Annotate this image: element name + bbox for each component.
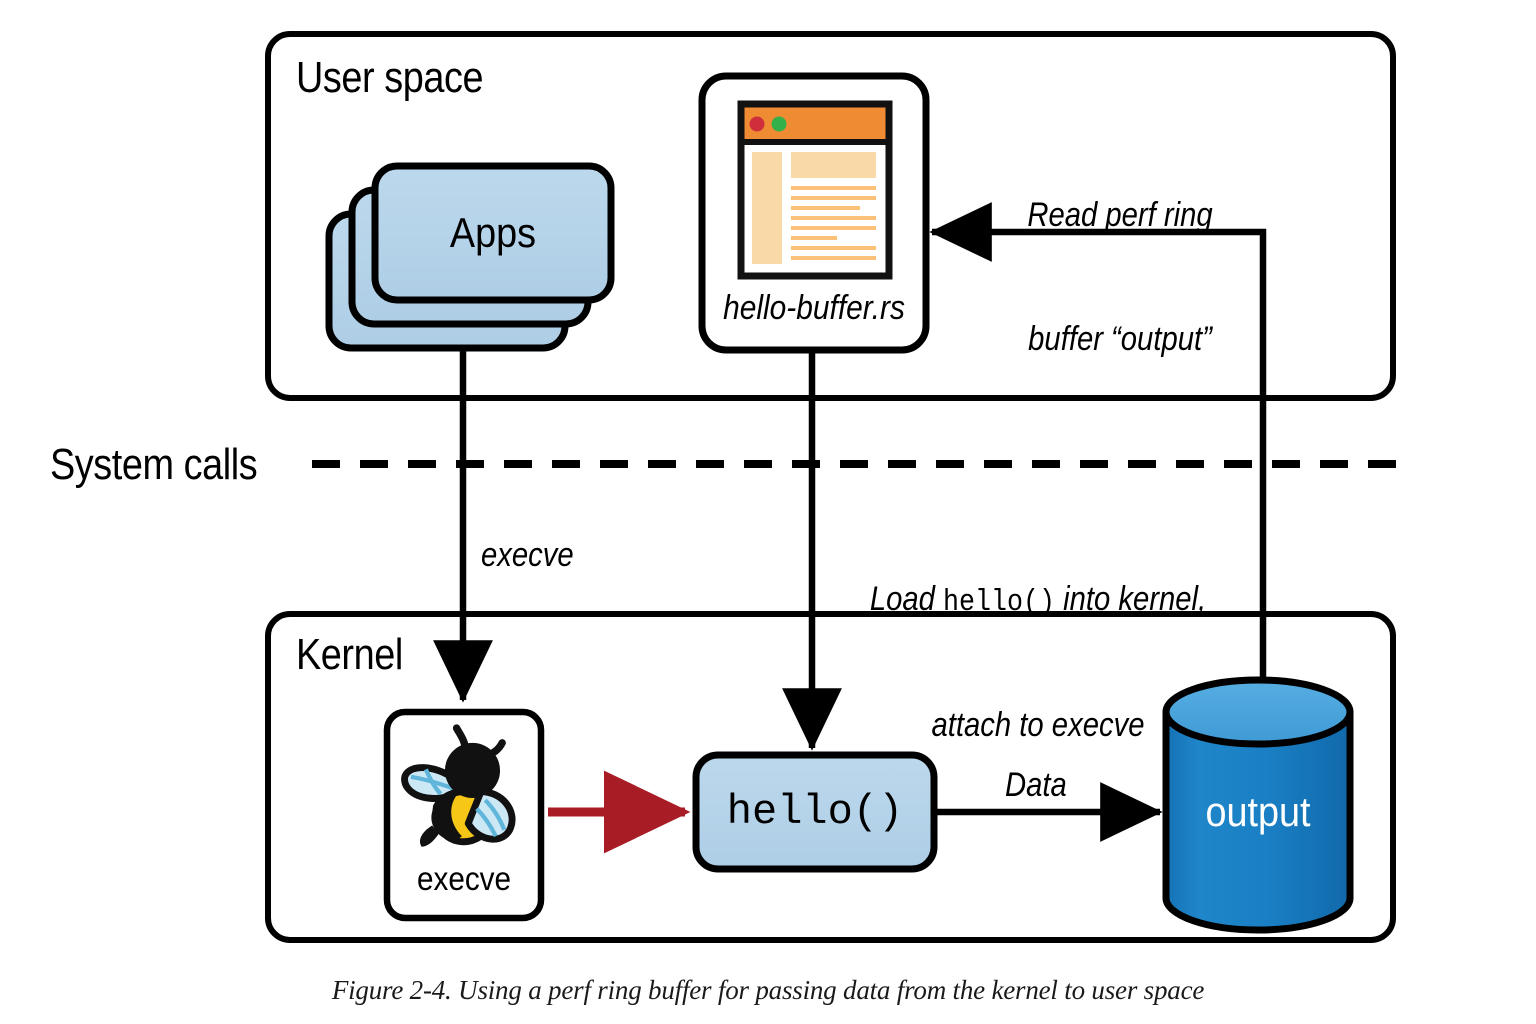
edge-output-to-sourcefile <box>929 202 1267 700</box>
load-attach-edge-label: Load hello() into kernel, attach to exec… <box>857 496 1218 829</box>
load-attach-line-2: attach to execve <box>931 705 1145 744</box>
output-map-node[interactable] <box>1162 676 1354 934</box>
hello-fn-node[interactable] <box>692 751 938 873</box>
source-file-node[interactable] <box>698 72 930 354</box>
apps-node[interactable] <box>325 162 615 352</box>
bee-icon <box>401 724 516 847</box>
output-map-label: output <box>1205 788 1311 835</box>
window-dot-red <box>749 116 765 132</box>
execve-probe-label: execve <box>416 860 512 897</box>
load-attach-prefix: Load <box>869 579 944 618</box>
system-calls-label: System calls <box>50 440 258 489</box>
figure-caption: Figure 2-4. Using a perf ring buffer for… <box>331 975 1205 1005</box>
read-ring-buffer-line-1: Read perf ring <box>1027 195 1213 234</box>
window-mockup-icon <box>737 100 893 280</box>
user-space-region-box <box>265 31 1396 401</box>
kernel-region-box <box>265 611 1396 943</box>
execve-edge-label: execve <box>481 536 574 574</box>
load-attach-suffix: into kernel, <box>1055 579 1207 618</box>
read-ring-buffer-edge-label: Read perf ring buffer “output” <box>974 112 1266 444</box>
window-dot-green <box>771 116 787 132</box>
hello-fn-label: hello() <box>726 788 904 836</box>
user-space-title: User space <box>296 53 484 102</box>
load-attach-mono: hello() <box>943 584 1056 620</box>
apps-label: Apps <box>449 209 537 256</box>
execve-probe-node[interactable] <box>383 708 545 922</box>
load-attach-line-1: Load hello() into kernel, <box>857 579 1218 622</box>
data-edge-label: Data <box>1005 766 1067 804</box>
source-file-label: hello-buffer.rs <box>723 288 905 327</box>
read-ring-buffer-line-2: buffer “output” <box>1028 320 1212 359</box>
kernel-title: Kernel <box>296 630 403 679</box>
